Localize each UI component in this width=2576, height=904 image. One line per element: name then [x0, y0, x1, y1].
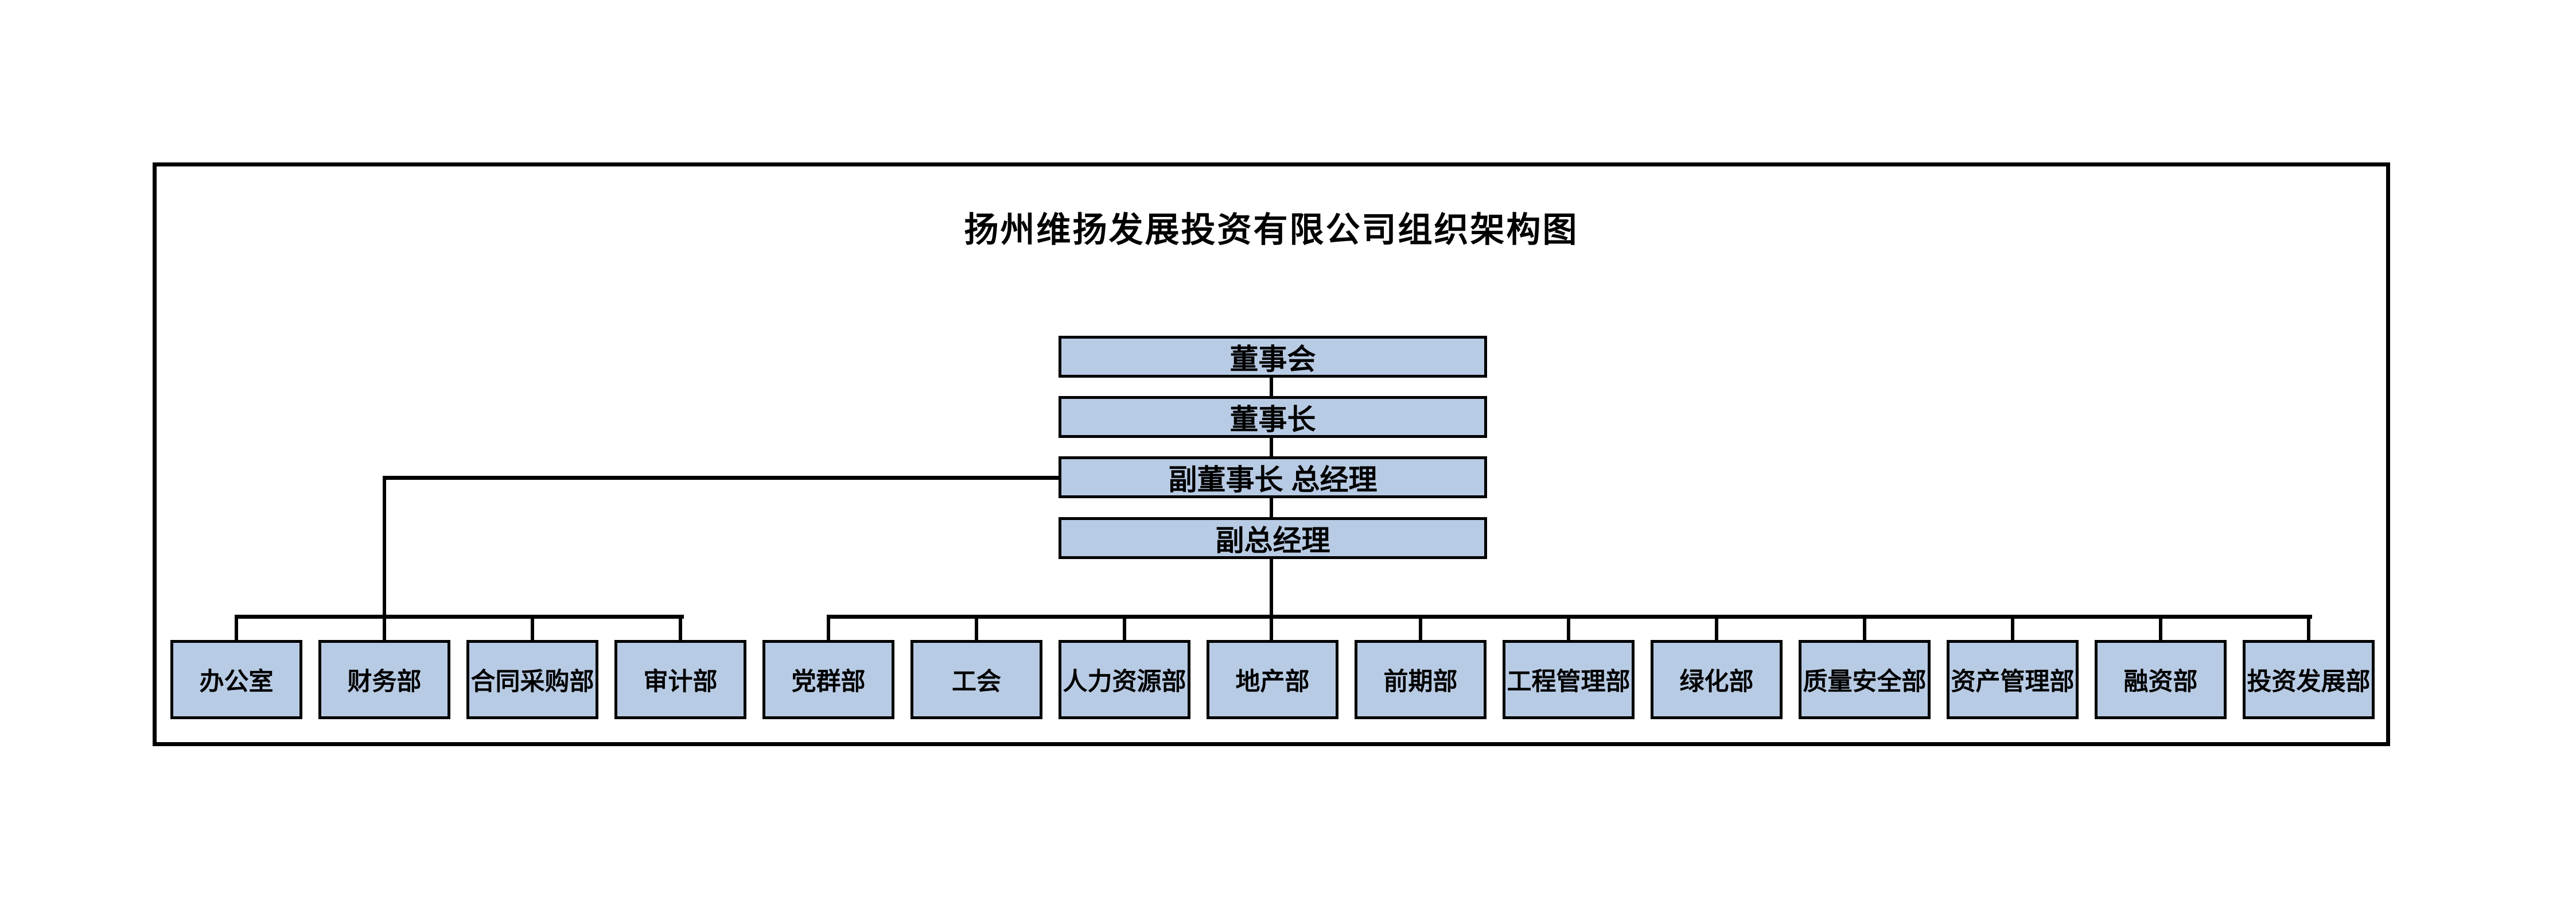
dept-box-real-estate: 地产部: [1207, 640, 1338, 719]
drop-financing: [2159, 615, 2162, 642]
org-box-vice-chairman-general-manager: 副董事长 总经理: [1059, 456, 1487, 498]
drop-asset-management: [2011, 615, 2014, 642]
drop-office: [235, 615, 238, 642]
drop-audit: [679, 615, 682, 642]
drop-investment-development: [2307, 615, 2310, 642]
dept-box-contract-procurement: 合同采购部: [466, 640, 598, 719]
dept-box-labor-union: 工会: [910, 640, 1042, 719]
dept-box-asset-management: 资产管理部: [1947, 640, 2079, 719]
connector-vice-chairman-to-deputy-gm: [1270, 496, 1273, 519]
dept-box-office: 办公室: [170, 640, 302, 719]
drop-labor-union: [975, 615, 978, 642]
dept-box-quality-safety: 质量安全部: [1799, 640, 1931, 719]
org-box-chairman: 董事长: [1059, 396, 1487, 438]
dept-box-preliminary: 前期部: [1355, 640, 1487, 719]
connector-deputy-gm-to-departments: [1270, 557, 1273, 642]
dept-box-finance: 财务部: [318, 640, 450, 719]
drop-party-masses: [827, 615, 830, 642]
branch-line-vice-chairman-vertical: [383, 476, 386, 642]
dept-box-financing: 融资部: [2095, 640, 2227, 719]
dept-box-party-masses: 党群部: [762, 640, 894, 719]
org-box-board-of-directors: 董事会: [1059, 336, 1487, 378]
left-department-bus: [235, 615, 684, 619]
drop-engineering-management: [1567, 615, 1570, 642]
branch-line-vice-chairman-horizontal: [383, 476, 1060, 480]
connector-board-to-chairman: [1270, 376, 1273, 398]
drop-preliminary: [1419, 615, 1422, 642]
dept-box-human-resources: 人力资源部: [1059, 640, 1190, 719]
org-box-deputy-general-manager: 副总经理: [1059, 517, 1487, 559]
drop-quality-safety: [1863, 615, 1866, 642]
drop-greening: [1715, 615, 1718, 642]
drop-human-resources: [1123, 615, 1126, 642]
drop-contract-procurement: [531, 615, 534, 642]
dept-box-engineering-management: 工程管理部: [1503, 640, 1635, 719]
dept-box-audit: 审计部: [614, 640, 746, 719]
dept-box-investment-development: 投资发展部: [2243, 640, 2375, 719]
dept-box-greening: 绿化部: [1651, 640, 1783, 719]
chart-title: 扬州维扬发展投资有限公司组织架构图: [964, 211, 1579, 249]
connector-chairman-to-vice-chairman: [1270, 436, 1273, 458]
